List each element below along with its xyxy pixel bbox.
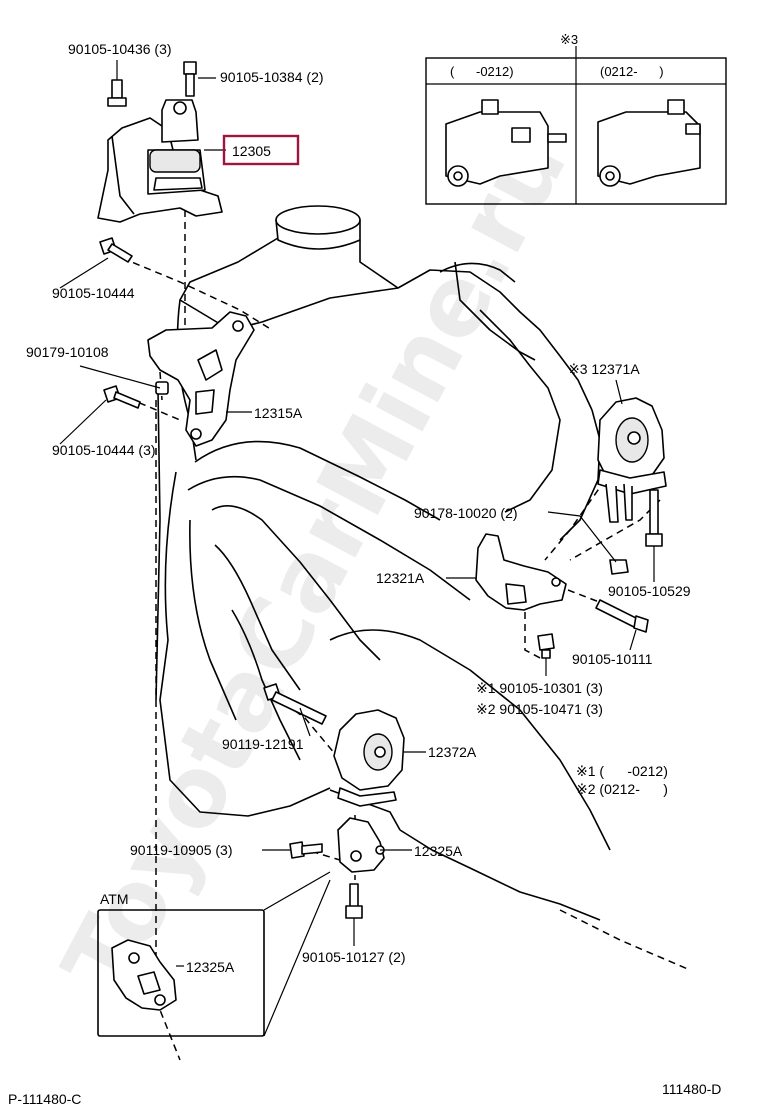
label-90105-10301[interactable]: ※1 90105-10301 (3) [476, 680, 603, 696]
bolt-90105-10436[interactable] [107, 60, 127, 107]
label-90105-10444-top[interactable]: 90105-10444 [52, 285, 135, 301]
footer-right-code: 111480-D [662, 1081, 721, 1097]
footer-left-code: P-111480-C [8, 1091, 81, 1107]
label-90119-10905[interactable]: 90119-10905 (3) [130, 842, 232, 858]
bolt-90105-10111[interactable] [595, 599, 649, 633]
label-90105-10444-lower[interactable]: 90105-10444 (3) [52, 442, 156, 458]
label-12371A[interactable]: ※3 12371A [568, 361, 640, 377]
part-labels: 90105-10436 (3) 90105-10384 (2) 12305 90… [8, 32, 721, 1107]
label-12325A-atm[interactable]: 12325A [186, 959, 235, 975]
label-12315A[interactable]: 12315A [254, 405, 303, 421]
bracket-12315A[interactable] [147, 311, 255, 447]
bolt-90105-10444-top[interactable] [99, 237, 133, 263]
bolt-90105-10384[interactable] [183, 61, 197, 97]
bracket-12325A-atm[interactable] [111, 939, 177, 1011]
bolt-90119-12191[interactable] [263, 683, 327, 725]
note-1: ※1 ( -0212) [576, 763, 668, 779]
bolt-90105-10301[interactable] [537, 633, 555, 659]
label-90105-10529[interactable]: 90105-10529 [608, 583, 691, 599]
inset-title: ※3 [560, 32, 578, 47]
engine-mount-12305[interactable] [97, 99, 223, 223]
label-12305[interactable]: 12305 [232, 143, 271, 159]
label-12325A[interactable]: 12325A [414, 843, 463, 859]
bolt-90105-10529[interactable] [645, 489, 663, 547]
inset-mount-early[interactable] [445, 99, 567, 187]
label-90119-12191[interactable]: 90119-12191 [222, 736, 304, 752]
inset-mount-late[interactable] [597, 99, 701, 187]
nut-90178-10020[interactable] [609, 559, 629, 575]
label-90105-10384[interactable]: 90105-10384 (2) [220, 69, 324, 85]
bracket-12321A[interactable] [475, 533, 567, 611]
label-90179-10108[interactable]: 90179-10108 [26, 344, 109, 360]
bolt-90119-10905[interactable] [289, 841, 323, 859]
label-leaders [59, 77, 655, 967]
engine-mount-12371A[interactable] [597, 397, 667, 523]
bolt-90105-10127[interactable] [345, 883, 363, 919]
nut-90179-10108[interactable] [155, 381, 169, 395]
highlight-box [222, 134, 300, 166]
atm-label: ATM [100, 891, 129, 907]
variant-inset [425, 46, 727, 205]
engine-mount-12372A[interactable] [333, 709, 405, 807]
atm-inset [97, 871, 331, 1037]
label-90105-10127[interactable]: 90105-10127 (2) [302, 949, 406, 965]
label-90105-10471[interactable]: ※2 90105-10471 (3) [476, 701, 603, 717]
label-90178-10020[interactable]: 90178-10020 (2) [414, 505, 518, 521]
bolt-90105-10444-lower[interactable] [103, 385, 141, 409]
label-12372A[interactable]: 12372A [428, 744, 477, 760]
inset-col-early: ( -0212) [450, 64, 514, 79]
note-2: ※2 (0212- ) [576, 781, 668, 797]
label-90105-10436[interactable]: 90105-10436 (3) [68, 41, 172, 57]
inset-col-late: (0212- ) [600, 64, 664, 79]
bracket-12325A[interactable] [337, 817, 385, 873]
label-90105-10111[interactable]: 90105-10111 [572, 651, 653, 667]
label-12321A[interactable]: 12321A [376, 570, 425, 586]
